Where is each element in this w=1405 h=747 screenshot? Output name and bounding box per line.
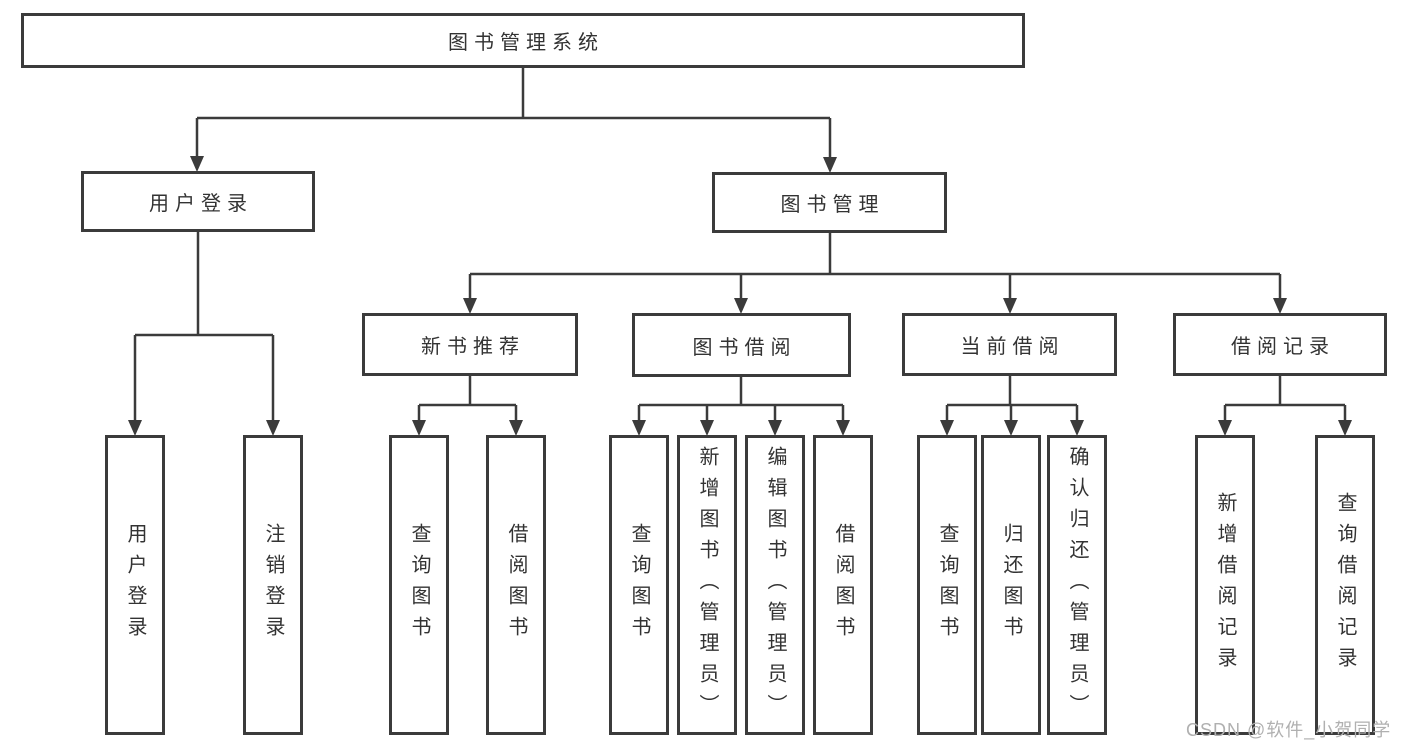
node-user-login: 用户登录 <box>81 171 315 232</box>
node-label: 用户登录 <box>124 523 146 647</box>
leaf-add-books-admin: 新增图书（管理员） <box>677 435 737 735</box>
arrowheads <box>128 156 1352 436</box>
node-label: 用户登录 <box>149 193 253 215</box>
leaf-edit-books-admin: 编辑图书（管理员） <box>745 435 805 735</box>
node-label: 确认归还（管理员） <box>1066 445 1088 725</box>
node-label: 图书借阅 <box>692 336 797 359</box>
node-label: 查询借阅记录 <box>1334 492 1356 678</box>
node-book-management: 图书管理 <box>712 172 947 233</box>
leaf-logout: 注销登录 <box>243 435 303 735</box>
leaf-query-books-current: 查询图书 <box>917 435 977 735</box>
leaf-add-borrow-record: 新增借阅记录 <box>1195 435 1255 735</box>
node-label: 新增图书（管理员） <box>696 445 718 725</box>
node-borrow-records: 借阅记录 <box>1173 313 1387 376</box>
node-label: 查询图书 <box>936 523 958 647</box>
node-book-borrowing: 图书借阅 <box>632 313 851 377</box>
leaf-query-books-recommend: 查询图书 <box>389 435 449 735</box>
node-library-system: 图书管理系统 <box>21 13 1025 68</box>
node-label: 注销登录 <box>262 523 284 647</box>
leaf-return-books: 归还图书 <box>981 435 1041 735</box>
node-label: 图书管理 <box>780 194 885 216</box>
node-label: 查询图书 <box>628 523 650 647</box>
leaf-query-borrow-record: 查询借阅记录 <box>1315 435 1375 735</box>
node-label: 查询图书 <box>408 523 430 647</box>
node-label: 借阅图书 <box>832 523 854 647</box>
node-new-book-recommend: 新书推荐 <box>362 313 578 376</box>
csdn-watermark: CSDN @软件_小贺同学 <box>1186 720 1392 740</box>
node-label: 新书推荐 <box>421 336 525 358</box>
node-label: 当前借阅 <box>960 336 1065 358</box>
node-label: 图书管理系统 <box>448 32 604 54</box>
node-label: 借阅记录 <box>1231 336 1335 358</box>
leaf-borrow-books-borrowing: 借阅图书 <box>813 435 873 735</box>
node-label: 借阅图书 <box>505 523 527 647</box>
leaf-confirm-return-admin: 确认归还（管理员） <box>1047 435 1107 735</box>
leaf-query-books-borrowing: 查询图书 <box>609 435 669 735</box>
leaf-borrow-books-recommend: 借阅图书 <box>486 435 546 735</box>
leaf-user-login: 用户登录 <box>105 435 165 735</box>
node-label: 编辑图书（管理员） <box>764 445 786 725</box>
node-label: 归还图书 <box>1000 523 1022 647</box>
node-current-borrowing: 当前借阅 <box>902 313 1117 376</box>
node-label: 新增借阅记录 <box>1214 492 1236 678</box>
